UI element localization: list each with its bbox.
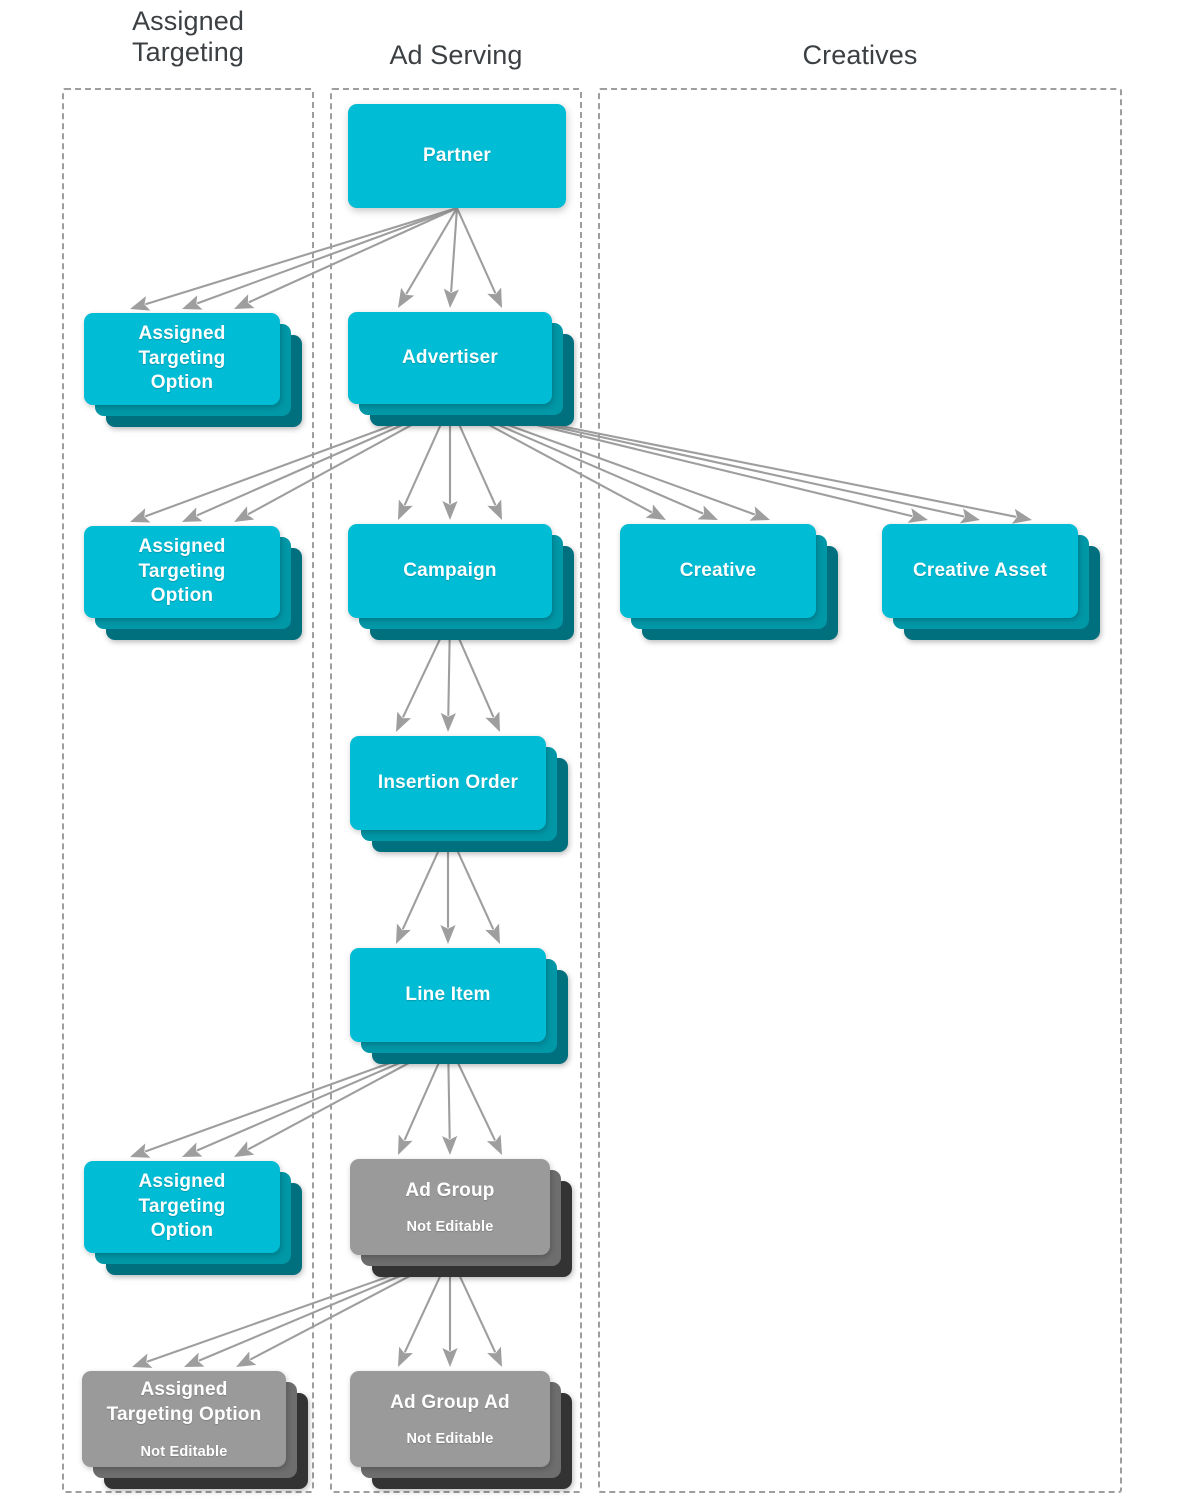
- node-ad-group-ad[interactable]: Ad Group Ad Not Editable: [350, 1371, 572, 1489]
- node-advertiser[interactable]: Advertiser: [348, 312, 574, 426]
- node-partner[interactable]: Partner: [348, 104, 588, 230]
- column-header-creatives: Creatives: [802, 40, 918, 70]
- column-header-assigned-targeting: Assigned Targeting: [132, 6, 244, 67]
- node-title: Partner: [423, 144, 491, 166]
- node-note-badge: Not Editable: [140, 1443, 228, 1460]
- node-title: Assigned Targeting Option: [106, 1379, 262, 1425]
- node-face[interactable]: Line Item: [350, 948, 546, 1042]
- node-title: Line Item: [405, 983, 491, 1005]
- node-face[interactable]: Insertion Order: [350, 736, 546, 830]
- node-line-item[interactable]: Line Item: [350, 948, 568, 1064]
- node-assigned-targeting-option-1[interactable]: Assigned Targeting Option: [84, 313, 302, 427]
- node-assigned-targeting-option-3[interactable]: Assigned Targeting Option: [84, 1161, 302, 1275]
- node-creative-asset[interactable]: Creative Asset: [882, 524, 1100, 640]
- node-title: Insertion Order: [377, 771, 519, 793]
- node-title: Assigned Targeting Option: [138, 322, 226, 394]
- node-face[interactable]: Creative Asset: [882, 524, 1078, 618]
- node-title: Assigned Targeting Option: [138, 535, 226, 607]
- node-insertion-order[interactable]: Insertion Order: [350, 736, 568, 852]
- node-creative[interactable]: Creative: [620, 524, 838, 640]
- node-face[interactable]: Assigned Targeting Option: [84, 526, 280, 618]
- swimlane-ad-serving: [330, 88, 582, 1493]
- node-title: Assigned Targeting Option: [138, 1170, 226, 1242]
- node-title: Creative Asset: [912, 559, 1048, 581]
- node-title: Advertiser: [402, 346, 498, 368]
- node-note-badge: Not Editable: [406, 1431, 494, 1448]
- node-note-badge: Not Editable: [406, 1219, 494, 1236]
- node-face[interactable]: Assigned Targeting Option: [84, 1161, 280, 1253]
- node-face[interactable]: Assigned Targeting Option: [84, 313, 280, 405]
- swimlane-assigned-targeting: [62, 88, 314, 1493]
- node-title: Ad Group Ad: [390, 1391, 510, 1413]
- node-title: Campaign: [403, 559, 497, 581]
- node-campaign[interactable]: Campaign: [348, 524, 574, 640]
- node-face[interactable]: Advertiser: [348, 312, 552, 404]
- node-face[interactable]: Campaign: [348, 524, 552, 618]
- node-assigned-targeting-option-2[interactable]: Assigned Targeting Option: [84, 526, 302, 640]
- node-title: Creative: [679, 559, 757, 581]
- node-face[interactable]: Partner: [348, 104, 566, 208]
- node-title: Ad Group: [405, 1179, 495, 1201]
- node-face[interactable]: Creative: [620, 524, 816, 618]
- swimlane-creatives: [598, 88, 1122, 1493]
- column-header-ad-serving: Ad Serving: [389, 40, 523, 70]
- node-face[interactable]: Ad Group Ad Not Editable: [350, 1371, 550, 1467]
